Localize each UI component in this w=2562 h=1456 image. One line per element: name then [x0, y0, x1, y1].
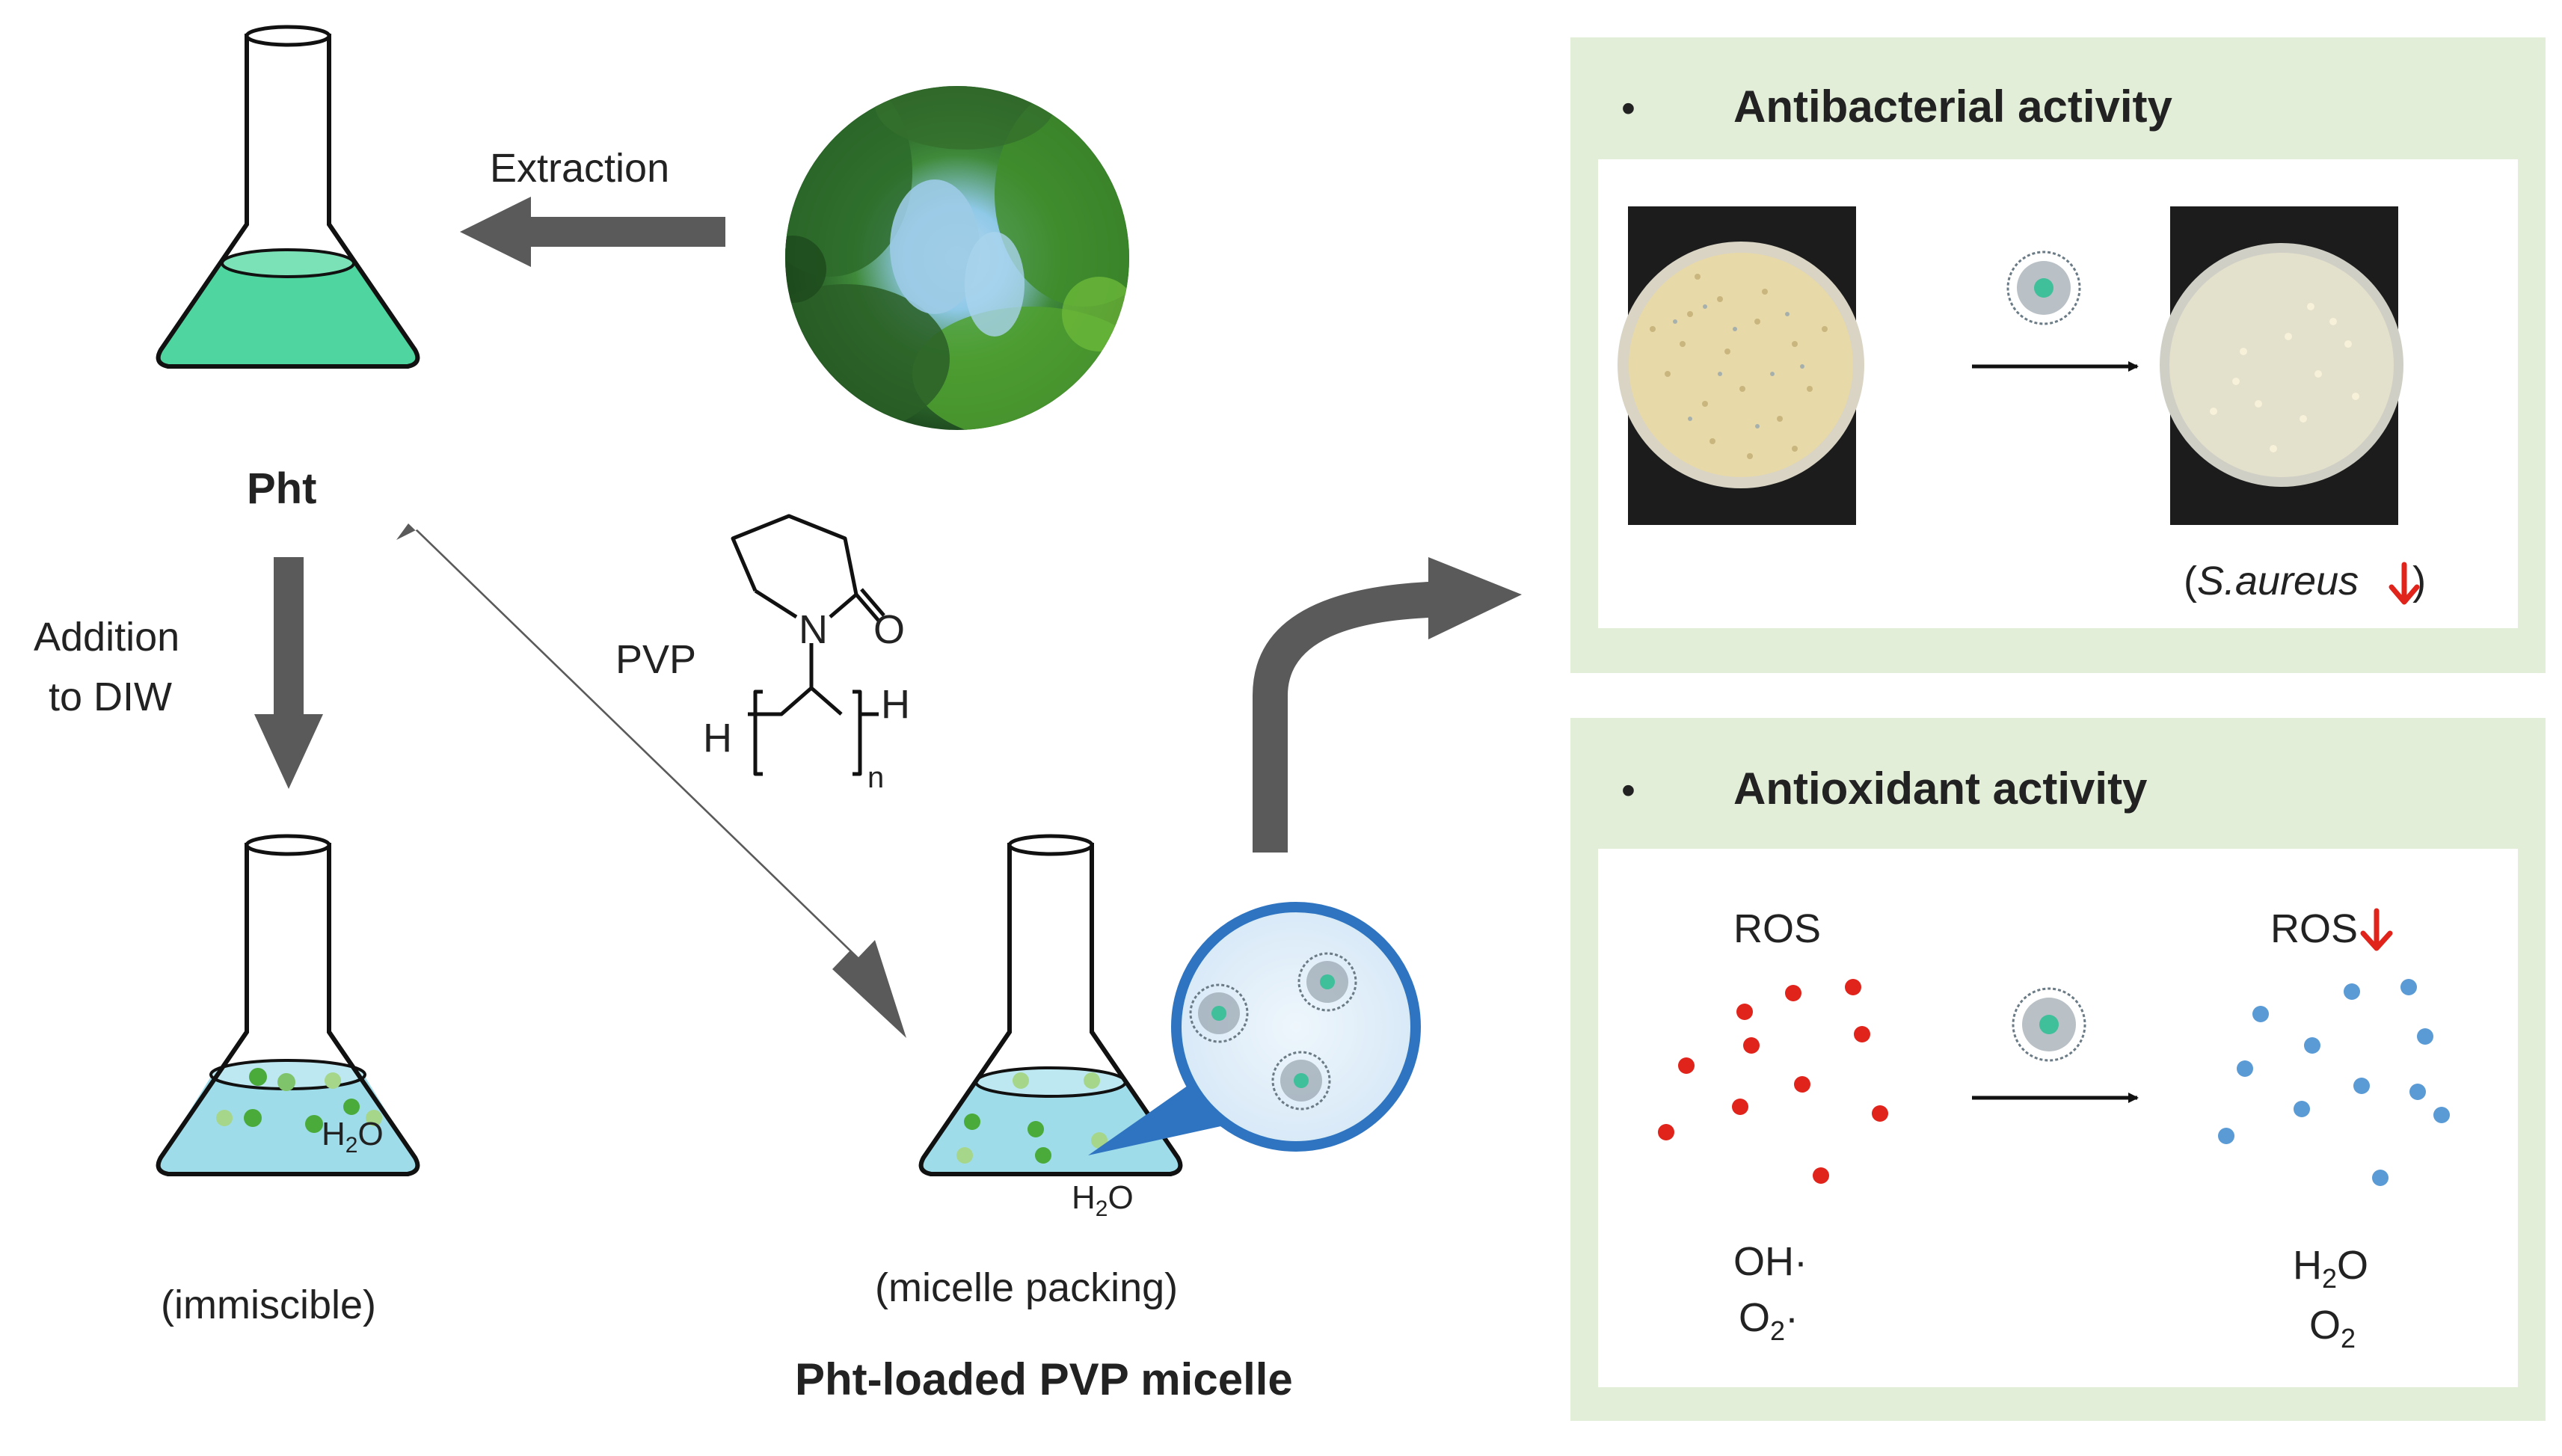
immiscible-water-label: H2O — [322, 1118, 384, 1157]
water-product-label: H2O — [2293, 1245, 2368, 1292]
micelle-caption: (micelle packing) — [875, 1265, 1179, 1310]
micelle-title: Pht-loaded PVP micelle — [795, 1354, 1293, 1404]
pvp-n-subscript: n — [867, 761, 885, 794]
hydroxyl-radical-label: OH· — [1733, 1239, 1807, 1284]
micelle-flask — [918, 834, 1183, 1176]
diagonal-arrow — [396, 523, 906, 1038]
paren-open: ( — [2184, 559, 2197, 603]
micelle-water-label: H2O — [1072, 1182, 1134, 1220]
micelle-particle-1 — [1189, 983, 1249, 1043]
addition-arrow — [254, 557, 323, 789]
decrease-arrow-bacteria — [2389, 562, 2420, 605]
antibacterial-micelle-icon — [2006, 251, 2081, 325]
subscript-2: 2 — [2341, 1322, 2356, 1354]
ros-dots — [1658, 979, 1888, 1184]
antibacterial-bullet: • — [1621, 86, 1635, 131]
antioxidant-micelle-icon — [2012, 987, 2086, 1062]
plate-before-photo — [1618, 206, 1864, 525]
neutral-dots — [2218, 979, 2450, 1186]
o-symbol: O — [2337, 1243, 2369, 1288]
water-sub: 2 — [1095, 1196, 1108, 1221]
immiscible-caption: (immiscible) — [161, 1283, 376, 1327]
antioxidant-bullet: • — [1621, 768, 1635, 813]
species-name: S.aureus — [2196, 559, 2359, 603]
addition-label-line2: to DIW — [49, 675, 173, 719]
micelle-particle-3 — [1271, 1051, 1331, 1111]
h-symbol: H — [2293, 1243, 2322, 1288]
o-symbol: O — [1739, 1295, 1771, 1340]
water-o: O — [357, 1116, 384, 1152]
pvp-n-atom: N — [799, 607, 828, 652]
pvp-h-right: H — [881, 682, 910, 727]
pht-label: Pht — [247, 464, 317, 513]
subscript-2: 2 — [1770, 1315, 1786, 1346]
paren-close: ) — [2412, 559, 2427, 603]
pvp-o-atom: O — [873, 607, 906, 652]
pvp-label: PVP — [615, 637, 697, 682]
pvp-structure — [731, 514, 885, 776]
antioxidant-title: Antioxidant activity — [1733, 764, 2148, 814]
o-symbol: O — [2309, 1303, 2341, 1348]
extraction-label: Extraction — [490, 146, 670, 191]
water-o: O — [1108, 1179, 1134, 1216]
pvp-h-left: H — [703, 716, 732, 761]
tree-canopy-photo — [785, 86, 1129, 430]
water-h: H — [1072, 1179, 1096, 1216]
curved-arrow — [1253, 557, 1522, 853]
plate-after-photo — [2160, 206, 2403, 525]
micelle-particle-2 — [1297, 952, 1357, 1012]
antibacterial-result: (S.aureus) — [2184, 561, 2426, 601]
extraction-arrow — [460, 197, 725, 267]
antibacterial-title: Antibacterial activity — [1733, 82, 2172, 132]
immiscible-flask — [156, 834, 420, 1176]
subscript-2: 2 — [2322, 1262, 2338, 1294]
micelle-magnifier — [1088, 902, 1421, 1155]
addition-label-line1: Addition — [34, 615, 180, 660]
oxygen-product-label: O2 — [2309, 1305, 2356, 1352]
ros-before-label: ROS — [1733, 906, 1822, 951]
water-h: H — [322, 1116, 345, 1152]
radical-dot: · — [1785, 1295, 1799, 1340]
superoxide-label: O2· — [1739, 1297, 1798, 1345]
pht-flask — [156, 25, 420, 369]
water-sub: 2 — [345, 1132, 358, 1158]
ros-after-label: ROS — [2270, 906, 2359, 951]
decrease-arrow-ros — [2360, 908, 2393, 951]
